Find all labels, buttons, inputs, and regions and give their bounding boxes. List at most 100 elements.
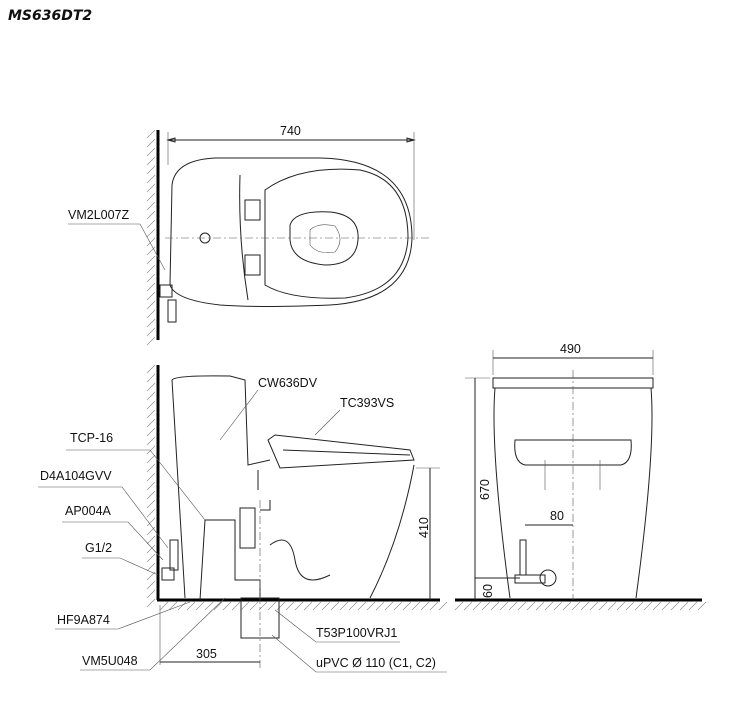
hatch-mark [146, 544, 156, 554]
hatch-mark [146, 327, 156, 337]
hatch-mark [146, 318, 156, 328]
front-view: 490 670 60 80 [454, 342, 707, 611]
hatch-mark [634, 601, 644, 611]
hatch-mark [146, 201, 156, 211]
dim-490: 490 [560, 342, 581, 356]
hatch-mark [231, 601, 241, 611]
hatch-mark [146, 589, 156, 599]
hatch-mark [330, 601, 340, 611]
hatch-mark [411, 601, 421, 611]
hatch-mark [375, 601, 385, 611]
hatch-mark [146, 165, 156, 175]
hatch-mark [312, 601, 322, 611]
hatch-mark [146, 418, 156, 428]
hatch-mark [553, 601, 563, 611]
label-vm2l007z: VM2L007Z [68, 208, 130, 222]
hatch-mark [146, 463, 156, 473]
hatch-mark [146, 147, 156, 157]
hatch-mark [285, 601, 295, 611]
hatch-mark [146, 481, 156, 491]
dim-80: 80 [550, 509, 564, 523]
hatch-mark [598, 601, 608, 611]
hatch-mark [616, 601, 626, 611]
hatch-mark [240, 601, 250, 611]
hatch-mark [195, 601, 205, 611]
hatch-mark [526, 601, 536, 611]
hatch-mark [366, 601, 376, 611]
hatch-mark [146, 535, 156, 545]
hatch-mark [146, 174, 156, 184]
hatch-mark [472, 601, 482, 611]
hatch-mark [607, 601, 617, 611]
hatch-mark [249, 601, 259, 611]
hatch-mark [146, 472, 156, 482]
label-tcp16: TCP-16 [70, 431, 113, 445]
hatch-mark [348, 601, 358, 611]
hatch-mark [499, 601, 509, 611]
hatch-mark [146, 291, 156, 301]
hatch-mark [146, 336, 156, 346]
hatch-mark [146, 400, 156, 410]
hatch-mark [517, 601, 527, 611]
hatch-mark [146, 210, 156, 220]
hatch-mark [146, 246, 156, 256]
hatch-mark [146, 490, 156, 500]
hatch-mark [146, 436, 156, 446]
label-cw636dv: CW636DV [258, 376, 318, 390]
hatch-mark [294, 601, 304, 611]
hatch-mark [177, 601, 187, 611]
hatch-mark [146, 219, 156, 229]
hatch-mark [535, 601, 545, 611]
hatch-mark [670, 601, 680, 611]
dim-60: 60 [481, 584, 495, 598]
hatch-mark [697, 601, 707, 611]
hatch-mark [463, 601, 473, 611]
hatch-mark [276, 601, 286, 611]
hatch-mark [303, 601, 313, 611]
hatch-mark [146, 373, 156, 383]
hatch-mark [146, 427, 156, 437]
hatch-mark [393, 601, 403, 611]
hatch-mark [490, 601, 500, 611]
hatch-mark [146, 183, 156, 193]
hatch-mark [321, 601, 331, 611]
hatch-mark [625, 601, 635, 611]
hatch-mark [146, 598, 156, 608]
hatch-mark [186, 601, 196, 611]
label-hf9a874: HF9A874 [57, 613, 110, 627]
hatch-mark [146, 156, 156, 166]
hatch-mark [146, 391, 156, 401]
top-view: 740 VM2L007Z [68, 124, 430, 346]
hatch-mark [339, 601, 349, 611]
hatch-mark [146, 517, 156, 527]
hatch-mark [429, 601, 439, 611]
hatch-mark [146, 580, 156, 590]
side-view: 410 305 CW636DV TC393VS TCP-16 D4A104GVV… [38, 364, 448, 673]
label-upvc: uPVC Ø 110 (C1, C2) [316, 656, 436, 670]
hatch-mark [204, 601, 214, 611]
hatch-mark [146, 228, 156, 238]
hatch-mark [146, 192, 156, 202]
hatch-mark [580, 601, 590, 611]
dim-740: 740 [280, 124, 301, 138]
hatch-mark [146, 409, 156, 419]
hatch-mark [652, 601, 662, 611]
label-tc393vs: TC393VS [340, 396, 394, 410]
hatch-mark [481, 601, 491, 611]
hatch-mark [222, 601, 232, 611]
label-g12: G1/2 [85, 541, 112, 555]
label-t53p100vrj1: T53P100VRJ1 [316, 626, 397, 640]
label-ap004a: AP004A [65, 504, 112, 518]
hatch-mark [146, 255, 156, 265]
hatch-mark [258, 601, 268, 611]
hatch-mark [420, 601, 430, 611]
hatch-mark [688, 601, 698, 611]
label-vm5u048: VM5U048 [82, 654, 138, 668]
hatch-mark [357, 601, 367, 611]
hatch-mark [146, 454, 156, 464]
hatch-mark [146, 526, 156, 536]
hatch-mark [213, 601, 223, 611]
hatch-mark [146, 300, 156, 310]
